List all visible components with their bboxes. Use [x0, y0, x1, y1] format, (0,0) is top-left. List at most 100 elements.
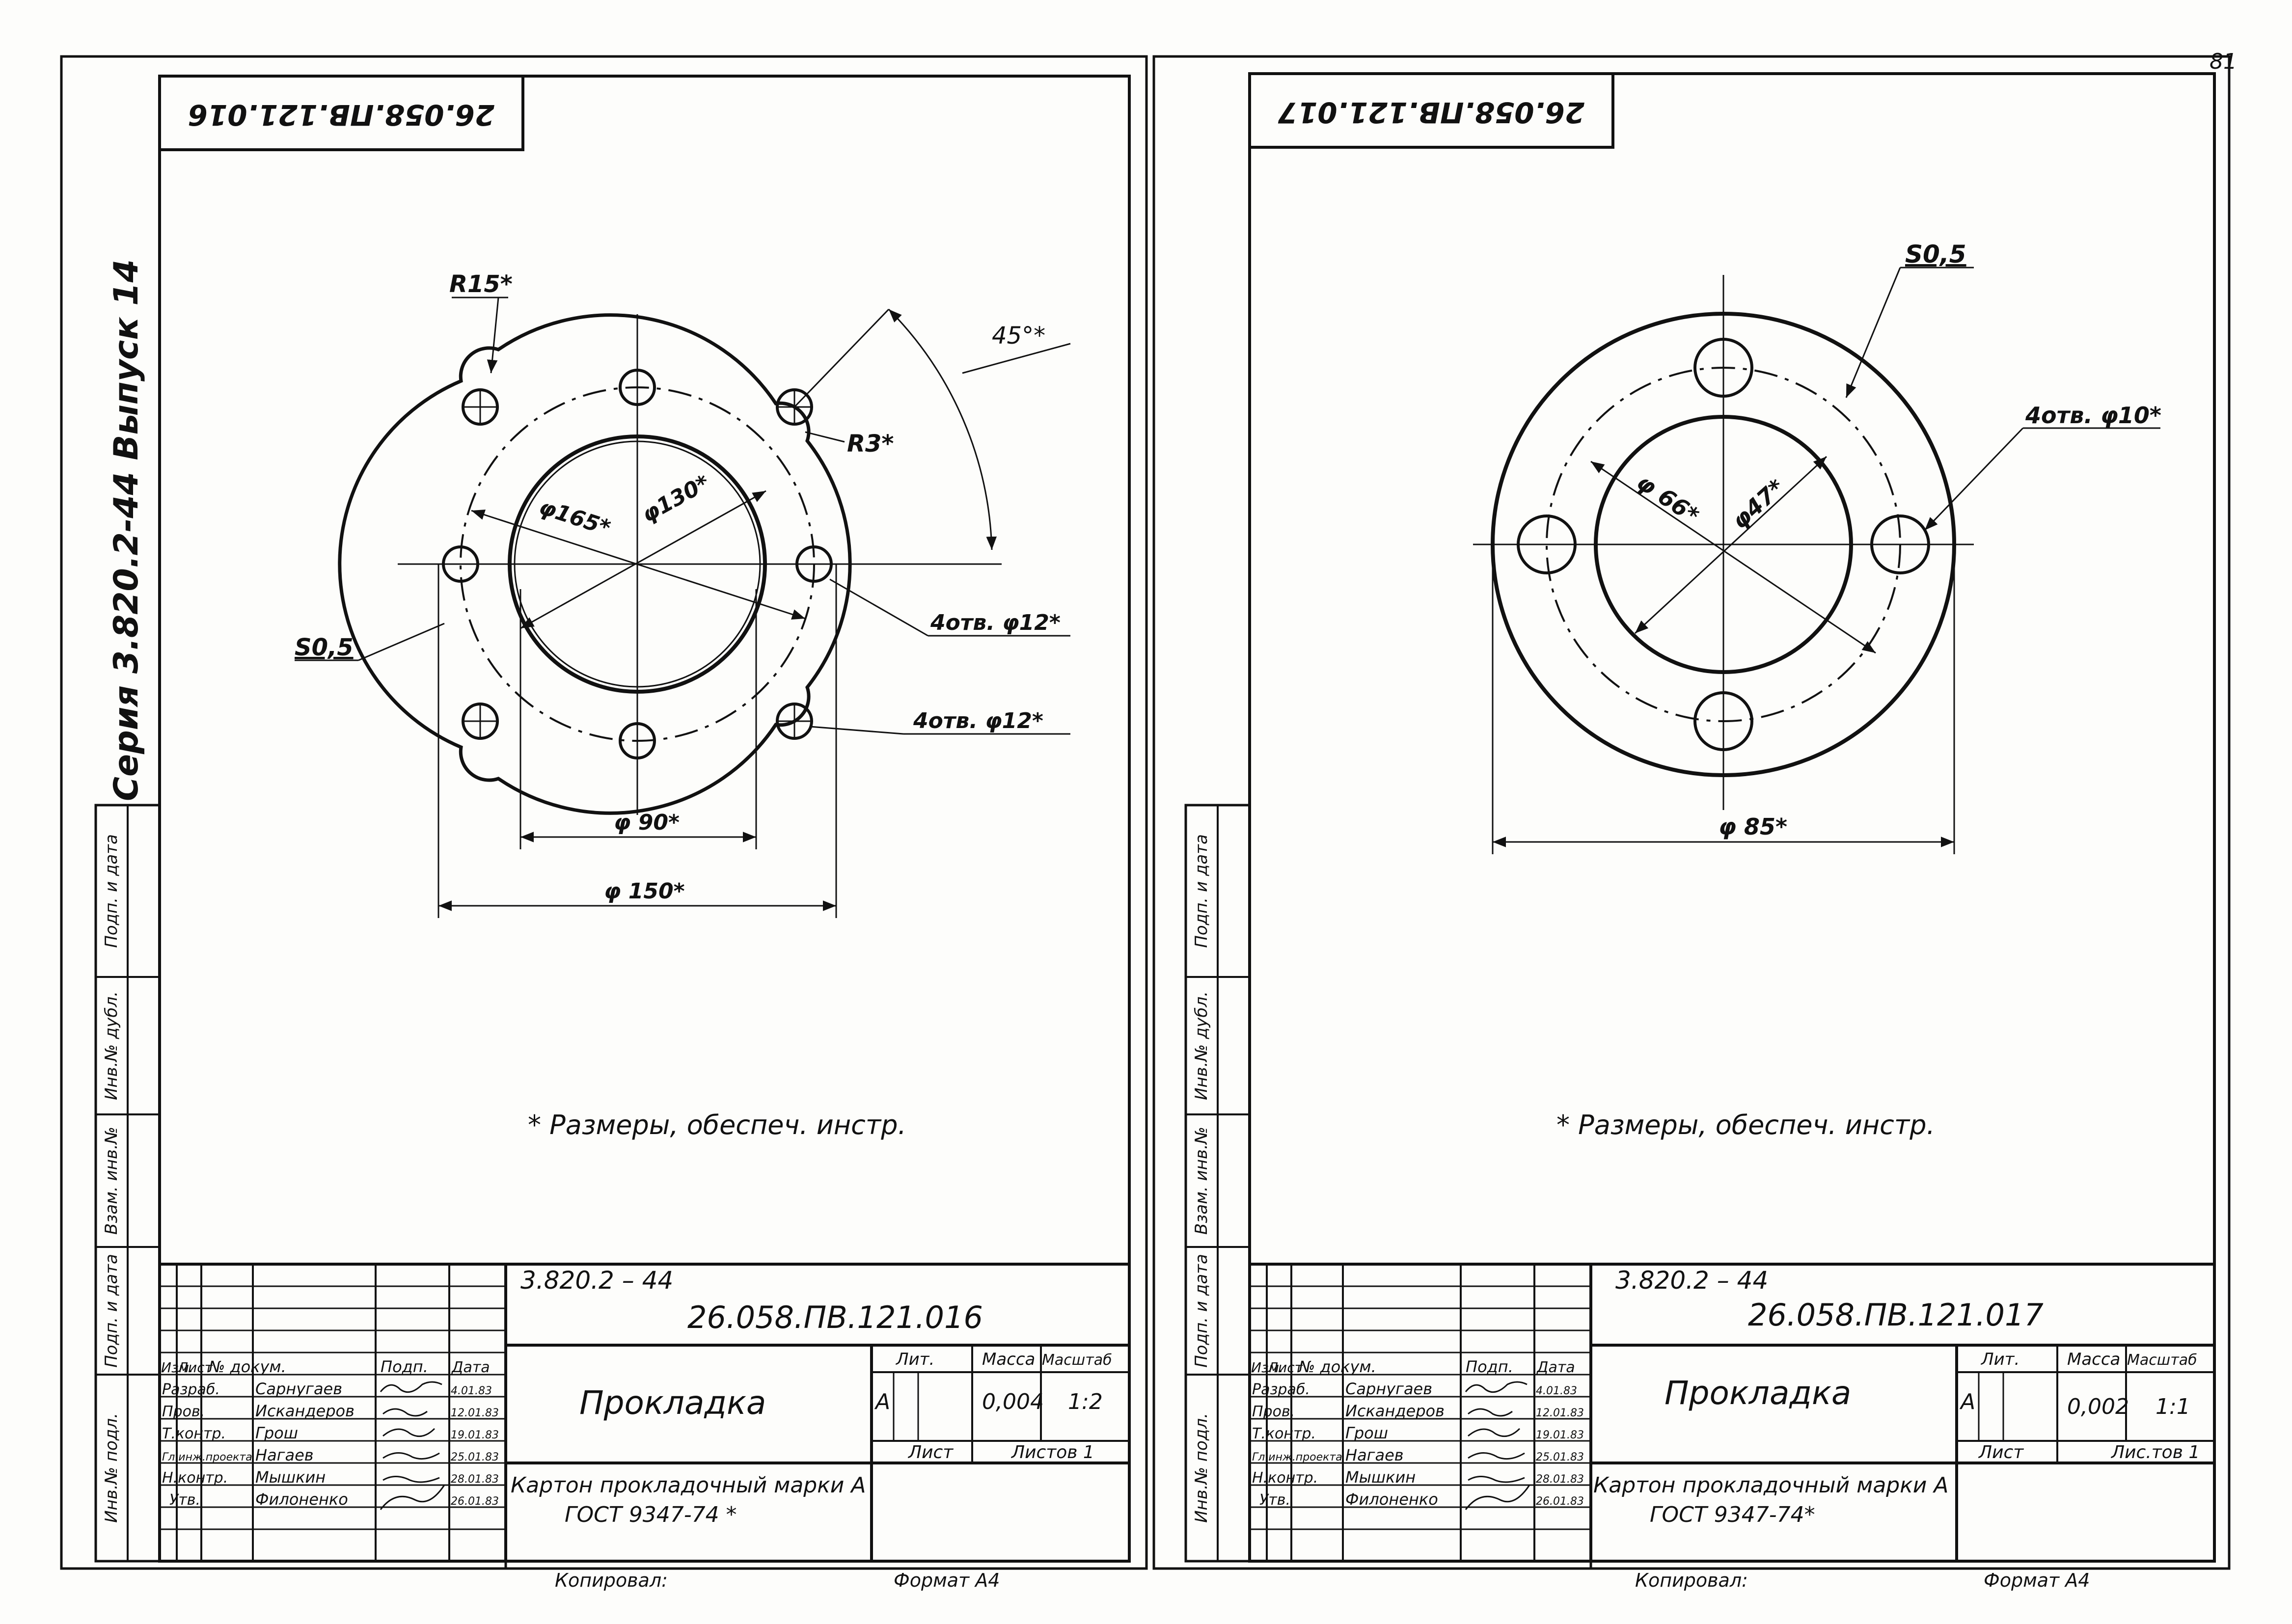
- left-tb-date-1: 4.01.83: [451, 1385, 492, 1397]
- right-dim-holes: 4отв. φ10*: [2025, 402, 2161, 429]
- right-tb-date-1: 4.01.83: [1536, 1385, 1577, 1397]
- right-top-stamp: 26.058.ПВ.121.017: [1248, 72, 1614, 149]
- right-drawing-sheet: 26.058.ПВ.121.017 Инв.№ подл. Подп. и да…: [1152, 55, 2231, 1591]
- left-tb-role-1: Разраб.: [162, 1381, 220, 1398]
- right-tb-sheets-header: Лис.тов 1: [2110, 1442, 2200, 1462]
- left-tb-role-6: Утв.: [169, 1491, 200, 1509]
- right-tb-col-podp: Подп.: [1466, 1357, 1513, 1376]
- right-note: * Размеры, обеспеч. инстр.: [1556, 1110, 1935, 1140]
- right-tb-col-date: Дата: [1536, 1359, 1575, 1376]
- right-stamp-code: 26.058.ПВ.121.017: [1278, 96, 1584, 129]
- right-tb-role-3: Т.контр.: [1252, 1425, 1316, 1442]
- left-tb-role-5: Н.контр.: [162, 1469, 228, 1487]
- left-tb-material-1: Картон прокладочный марки А: [511, 1473, 866, 1498]
- right-dim-d85: φ 85*: [1719, 813, 1787, 840]
- right-tb-lit-header: Лит.: [1980, 1350, 2019, 1369]
- left-tb-person-6: Филоненко: [255, 1490, 348, 1509]
- left-series-label: Серия 3.820.2-44 Выпуск 14: [107, 259, 146, 801]
- right-tb-mass-header: Масса: [2067, 1350, 2120, 1369]
- left-tb-scale-header: Масштаб: [1042, 1352, 1112, 1369]
- right-tb-series: 3.820.2 – 44: [1615, 1266, 1768, 1295]
- right-tb-date-5: 28.01.83: [1536, 1473, 1584, 1486]
- left-dim-45: 45°*: [992, 322, 1045, 350]
- right-tb-format: Формат А4: [1984, 1570, 2090, 1591]
- left-title-block: [158, 1263, 1131, 1569]
- left-signatures: [380, 1381, 445, 1510]
- left-dim-s05: S0,5: [295, 634, 354, 661]
- right-side-label-4: Инв.№ дубл.: [1192, 991, 1211, 1100]
- left-tb-date-6: 26.01.83: [451, 1495, 499, 1508]
- left-side-label-1: Инв.№ подл.: [102, 1413, 121, 1523]
- left-tb-lit: А: [874, 1389, 890, 1414]
- left-top-stamp: 26.058.ПВ.121.016: [158, 75, 524, 151]
- right-tb-col-list: Лист: [1267, 1359, 1303, 1376]
- left-tb-date-3: 19.01.83: [451, 1429, 499, 1441]
- left-tb-person-4: Нагаев: [255, 1446, 314, 1464]
- left-tb-person-1: Сарнугаев: [255, 1380, 342, 1398]
- left-side-strip: Инв.№ подл. Подп. и дата Взам. инв.№ Инв…: [94, 804, 161, 1563]
- left-stamp-code: 26.058.ПВ.121.016: [188, 98, 495, 132]
- right-tb-person-4: Нагаев: [1345, 1446, 1404, 1464]
- left-tb-role-3: Т.контр.: [162, 1425, 226, 1442]
- left-tb-mass: 0,004: [982, 1389, 1044, 1414]
- right-tb-person-2: Искандеров: [1345, 1402, 1445, 1420]
- left-dim-d90: φ 90*: [614, 810, 680, 835]
- left-tb-lit-header: Лит.: [895, 1350, 934, 1369]
- left-side-label-2: Подп. и дата: [102, 1254, 121, 1368]
- right-tb-role-1: Разраб.: [1252, 1381, 1310, 1398]
- right-tb-copied: Копировал:: [1635, 1570, 1748, 1591]
- left-side-label-4: Инв.№ дубл.: [102, 991, 121, 1100]
- left-tb-format: Формат А4: [894, 1570, 1000, 1591]
- left-outer-frame: [60, 55, 1148, 1570]
- left-side-label-3: Взам. инв.№: [102, 1127, 121, 1235]
- left-tb-date-2: 12.01.83: [451, 1407, 499, 1419]
- left-dim-holes-b: 4отв. φ12*: [913, 708, 1043, 733]
- right-tb-code: 26.058.ПВ.121.017: [1748, 1297, 2044, 1333]
- right-gasket-drawing: [1473, 267, 2160, 854]
- right-tb-person-1: Сарнугаев: [1345, 1380, 1432, 1398]
- right-title-block: [1248, 1263, 2216, 1569]
- right-side-label-3: Взам. инв.№: [1192, 1127, 1211, 1235]
- left-tb-date-4: 25.01.83: [451, 1451, 499, 1463]
- right-tb-sheet-header: Лист: [1978, 1442, 2024, 1462]
- right-outer-frame: [1152, 55, 2231, 1570]
- left-side-label-5: Подп. и дата: [102, 834, 121, 948]
- right-signatures: [1465, 1381, 1530, 1510]
- right-tb-scale-header: Масштаб: [2127, 1352, 2197, 1369]
- left-tb-name: Прокладка: [579, 1384, 766, 1422]
- left-dim-d150: φ 150*: [604, 879, 685, 904]
- right-tb-col-izm: Изм.: [1251, 1359, 1283, 1376]
- right-tb-person-3: Грош: [1345, 1424, 1388, 1442]
- right-tb-role-5: Н.контр.: [1252, 1469, 1318, 1487]
- left-tb-col-doc: № докум.: [208, 1357, 286, 1376]
- left-tb-col-list: Лист: [177, 1359, 213, 1376]
- left-tb-series: 3.820.2 – 44: [520, 1266, 673, 1295]
- left-tb-col-izm: Изм.: [161, 1359, 193, 1376]
- right-tb-date-6: 26.01.83: [1536, 1495, 1584, 1508]
- left-dim-r3: R3*: [847, 430, 894, 458]
- right-tb-date-3: 19.01.83: [1536, 1429, 1584, 1441]
- left-gasket-outline: [338, 313, 852, 815]
- right-tb-lit: А: [1959, 1389, 1975, 1414]
- left-tb-mass-header: Масса: [982, 1350, 1035, 1369]
- left-tb-person-5: Мышкин: [255, 1468, 326, 1487]
- right-tb-person-6: Филоненко: [1345, 1490, 1438, 1509]
- right-side-strip: Инв.№ подл. Подп. и дата Взам. инв.№ Инв…: [1184, 804, 1251, 1563]
- left-tb-code: 26.058.ПВ.121.016: [687, 1299, 983, 1335]
- left-drawing-sheet: 26.058.ПВ.121.016 Серия 3.820.2-44 Выпус…: [60, 55, 1148, 1591]
- right-tb-date-2: 12.01.83: [1536, 1407, 1584, 1419]
- right-tb-mass: 0,002: [2067, 1394, 2129, 1419]
- left-tb-scale: 1:2: [1068, 1389, 1103, 1414]
- right-tb-role-2: Пров.: [1252, 1403, 1295, 1420]
- left-tb-sheet-header: Лист: [907, 1442, 954, 1462]
- left-tb-person-2: Искандеров: [255, 1402, 355, 1420]
- left-tb-role-4: Гл.инж.проекта: [162, 1451, 252, 1463]
- left-dim-r15: R15*: [449, 271, 513, 298]
- right-tb-material-1: Картон прокладочный марки А: [1593, 1473, 1949, 1498]
- left-tb-role-2: Пров.: [162, 1403, 205, 1420]
- right-tb-person-5: Мышкин: [1345, 1468, 1416, 1487]
- left-tb-sheets-header: Листов 1: [1010, 1442, 1094, 1462]
- left-dim-holes-a: 4отв. φ12*: [930, 610, 1061, 635]
- right-tb-role-6: Утв.: [1259, 1491, 1290, 1509]
